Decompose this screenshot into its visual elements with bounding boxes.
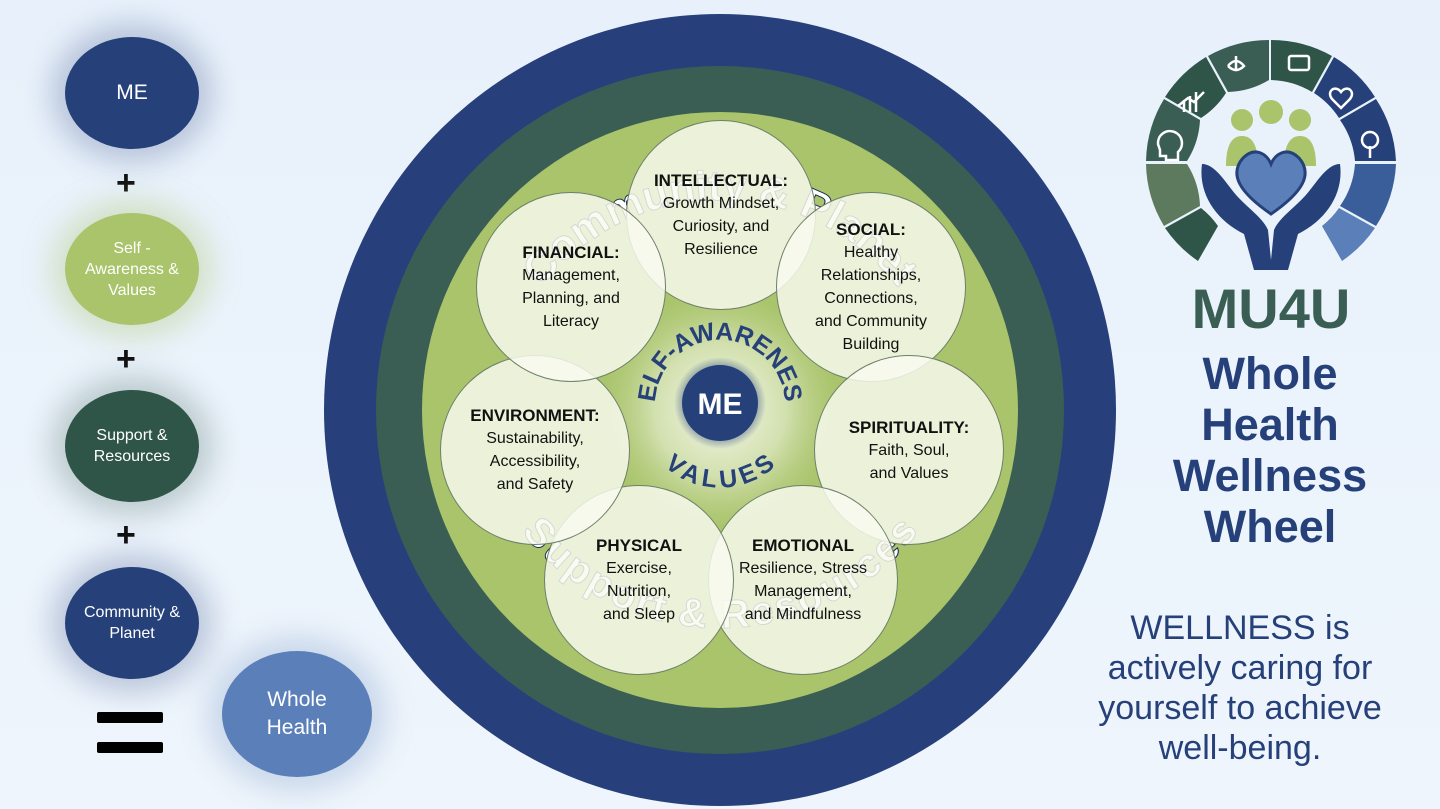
domain-text: Healthy Relationships, Connections, and … [814, 244, 928, 353]
domain-heading: INTELLECTUAL: [653, 171, 789, 190]
domain-heading: ENVIRONMENT: [470, 406, 600, 425]
head-gear-icon [1156, 129, 1184, 162]
whole-health-label: Whole Health [266, 688, 328, 739]
tree-icon [1360, 130, 1380, 158]
domain-social: SOCIAL: Healthy Relationships, Connectio… [776, 192, 966, 382]
me-core [682, 365, 758, 441]
right-hand-icon [1270, 164, 1341, 270]
domain-emotional: EMOTIONAL Resilience, Stress Management,… [708, 485, 898, 675]
me-core-label: ME [698, 388, 743, 421]
left-hand-icon [1201, 164, 1272, 270]
wellness-definition: WELLNESS is actively caring for yourself… [1098, 609, 1382, 767]
plus-sign-2: + [116, 340, 136, 378]
community-bubble: Community & Planet [65, 567, 199, 679]
logo-ring [1146, 40, 1396, 261]
me-bubble: ME [65, 37, 199, 149]
community-label: Community & Planet [83, 604, 181, 642]
me-core-glow [674, 357, 766, 449]
title-line: Health [1201, 399, 1339, 450]
domain-heading: SPIRITUALITY: [848, 417, 970, 437]
core-arc-bottom-label: VALUES [660, 449, 779, 494]
briefcase-icon [1287, 54, 1311, 72]
domain-heading: FINANCIAL: [522, 243, 620, 262]
support-bubble: Support & Resources [65, 390, 199, 502]
domain-text: Growth Mindset, Curiosity, and Resilienc… [662, 195, 780, 258]
heart-icon [1235, 150, 1307, 216]
domain-text: Exercise, Nutrition, and Sleep [602, 560, 676, 623]
mu4u-wordmark: MU4U [1192, 277, 1351, 336]
me-label: ME [116, 81, 148, 104]
heart-brain-icon [1328, 87, 1354, 110]
domain-text: Sustainability, Accessibility, and Safet… [486, 430, 584, 493]
domain-text: Resilience, Stress Management, and Mindf… [738, 560, 868, 623]
lotus-icon [1227, 56, 1246, 72]
whole-health-bubble: Whole Health [222, 651, 372, 777]
title-line: Wellness [1172, 450, 1368, 501]
domain-financial: FINANCIAL: Management, Planning, and Lit… [476, 192, 666, 382]
domain-heading: PHYSICAL [596, 536, 682, 555]
title-line: Wheel [1203, 501, 1337, 552]
domain-text: Faith, Soul, and Values [868, 441, 950, 482]
title-line: Whole [1202, 348, 1338, 399]
plus-sign-3: + [116, 516, 136, 554]
self-awareness-label: Self - Awareness & Values [85, 239, 179, 299]
logo-ring-icons [1156, 54, 1380, 162]
domain-heading: SOCIAL: [836, 220, 906, 239]
finance-chart-icon [1177, 91, 1205, 112]
domain-text: Management, Planning, and Literacy [522, 267, 620, 330]
domain-intellectual: INTELLECTUAL: Growth Mindset, Curiosity,… [626, 120, 816, 310]
plus-sign-1: + [116, 164, 136, 202]
mu4u-logo: MU4U [1146, 40, 1396, 336]
domain-environment: ENVIRONMENT: Sustainability, Accessibili… [440, 355, 630, 545]
domain-heading: EMOTIONAL [752, 536, 854, 555]
logo-center-figure [1201, 100, 1341, 270]
wheel-title: Whole Health Wellness Wheel [1130, 348, 1410, 552]
support-label: Support & Resources [93, 427, 171, 465]
self-awareness-bubble: Self - Awareness & Values [65, 213, 199, 325]
equals-sign [97, 712, 163, 754]
